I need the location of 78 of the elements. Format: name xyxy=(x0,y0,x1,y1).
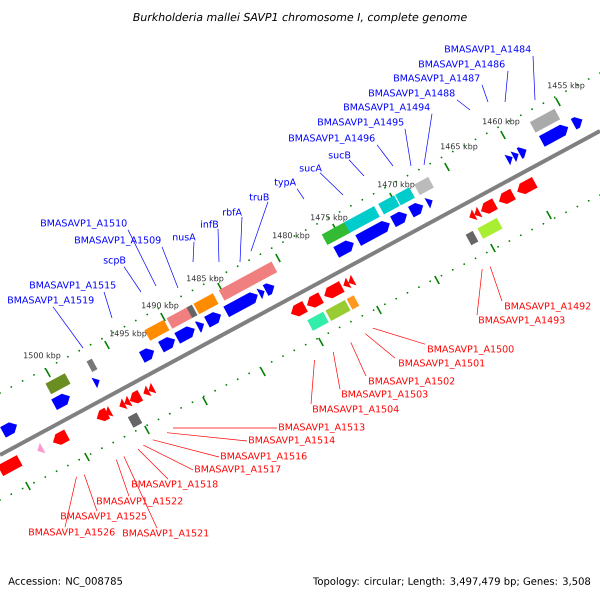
leader-line xyxy=(490,266,502,302)
gene-label: BMASAVP1_A1502 xyxy=(369,377,454,387)
gene-label: BMASAVP1_A1493 xyxy=(479,316,564,326)
gene-label: BMASAVP1_A1495 xyxy=(318,118,404,128)
leader-line xyxy=(124,456,158,528)
title: Burkholderia mallei SAVP1 chromosome I, complete genome xyxy=(133,12,467,24)
scale-label: 1465 kbp xyxy=(441,143,478,151)
scale-label: 1455 kbp xyxy=(548,82,584,90)
leader-line xyxy=(128,230,156,286)
leader-line xyxy=(372,328,426,344)
gene-label: BMASAVP1_A1486 xyxy=(419,60,505,70)
gene-label: rbfA xyxy=(223,208,242,216)
gene-label: BMASAVP1_A1492 xyxy=(505,302,590,312)
gene-label: BMASAVP1_A1515 xyxy=(30,281,116,291)
leader-line xyxy=(376,144,394,166)
gene-label: BMASAVP1_A1521 xyxy=(123,529,208,539)
gene-label: BMASAVP1_A1519 xyxy=(8,296,94,306)
leader-line xyxy=(332,352,340,390)
leader-line xyxy=(138,448,168,480)
gene-label: BMASAVP1_A1516 xyxy=(221,452,307,462)
leader-line xyxy=(504,70,508,102)
leader-line xyxy=(152,439,220,458)
gene-label: infB xyxy=(201,220,218,228)
gene-label: BMASAVP1_A1514 xyxy=(249,436,335,446)
gene-label: BMASAVP1_A1503 xyxy=(342,390,428,400)
gene-label: BMASAVP1_A1487 xyxy=(394,74,480,84)
gene-label: typA xyxy=(274,178,296,188)
leader-line xyxy=(240,216,242,262)
gene-label: BMASAVP1_A1504 xyxy=(313,405,399,415)
leader-line xyxy=(124,266,142,292)
leader-line xyxy=(532,56,536,100)
scale-label: 1460 kbp xyxy=(483,118,520,126)
leader-line xyxy=(162,246,178,288)
leader-line xyxy=(456,100,470,110)
scale-label: 1485 kbp xyxy=(187,275,224,283)
leader-line xyxy=(364,333,396,358)
leader-line xyxy=(296,188,304,200)
leader-line xyxy=(116,459,130,496)
gene-label: sucB xyxy=(328,151,350,159)
leader-line xyxy=(482,84,488,102)
gene-label: sucA xyxy=(300,164,322,172)
leader-line xyxy=(310,360,315,404)
gene-label: nusA xyxy=(173,233,196,241)
leader-line xyxy=(476,268,483,316)
scale-label: 1495 kbp xyxy=(110,330,146,338)
scale-label: 1470 kbp xyxy=(378,181,414,189)
leader-line xyxy=(192,241,194,262)
leader-line xyxy=(142,444,194,470)
gene-label: BMASAVP1_A1494 xyxy=(344,103,430,113)
gene-label: BMASAVP1_A1484 xyxy=(445,45,531,55)
scale-label: 1490 kbp xyxy=(142,302,178,310)
leader-line xyxy=(320,172,344,196)
gene-label: BMASAVP1_A1510 xyxy=(41,219,127,229)
gene-label: BMASAVP1_A1517 xyxy=(195,465,280,475)
leader-line xyxy=(104,292,112,318)
scale-label: 1500 kbp xyxy=(24,352,60,360)
leader-line xyxy=(424,114,432,166)
gene-label: BMASAVP1_A1500 xyxy=(428,345,514,355)
leader-line xyxy=(348,159,364,176)
leader-line xyxy=(64,476,77,528)
scale-label: 1475 kbp xyxy=(311,214,348,222)
leader-line xyxy=(84,474,98,512)
gene-label: BMASAVP1_A1501 xyxy=(399,359,484,369)
leader-line xyxy=(250,201,268,252)
gene-label: BMASAVP1_A1513 xyxy=(279,423,364,433)
gene-label: BMASAVP1_A1488 xyxy=(369,89,455,99)
leader-line xyxy=(404,128,412,166)
gene-label: scpB xyxy=(104,256,126,266)
gene-label: truB xyxy=(249,193,269,201)
leader-line xyxy=(52,306,84,348)
leader-line xyxy=(166,432,248,442)
leader-line xyxy=(350,342,366,376)
footer-text: Topology: circular; Length: 3,497,479 bp; Genes: 3,508 xyxy=(312,577,590,587)
scale-label: 1480 kbp xyxy=(273,232,310,240)
gene-label: BMASAVP1_A1526 xyxy=(29,528,115,538)
footer-text: Accession: NC_008785 xyxy=(8,577,122,587)
leader-line xyxy=(218,228,220,262)
gene-label: BMASAVP1_A1496 xyxy=(289,134,375,144)
